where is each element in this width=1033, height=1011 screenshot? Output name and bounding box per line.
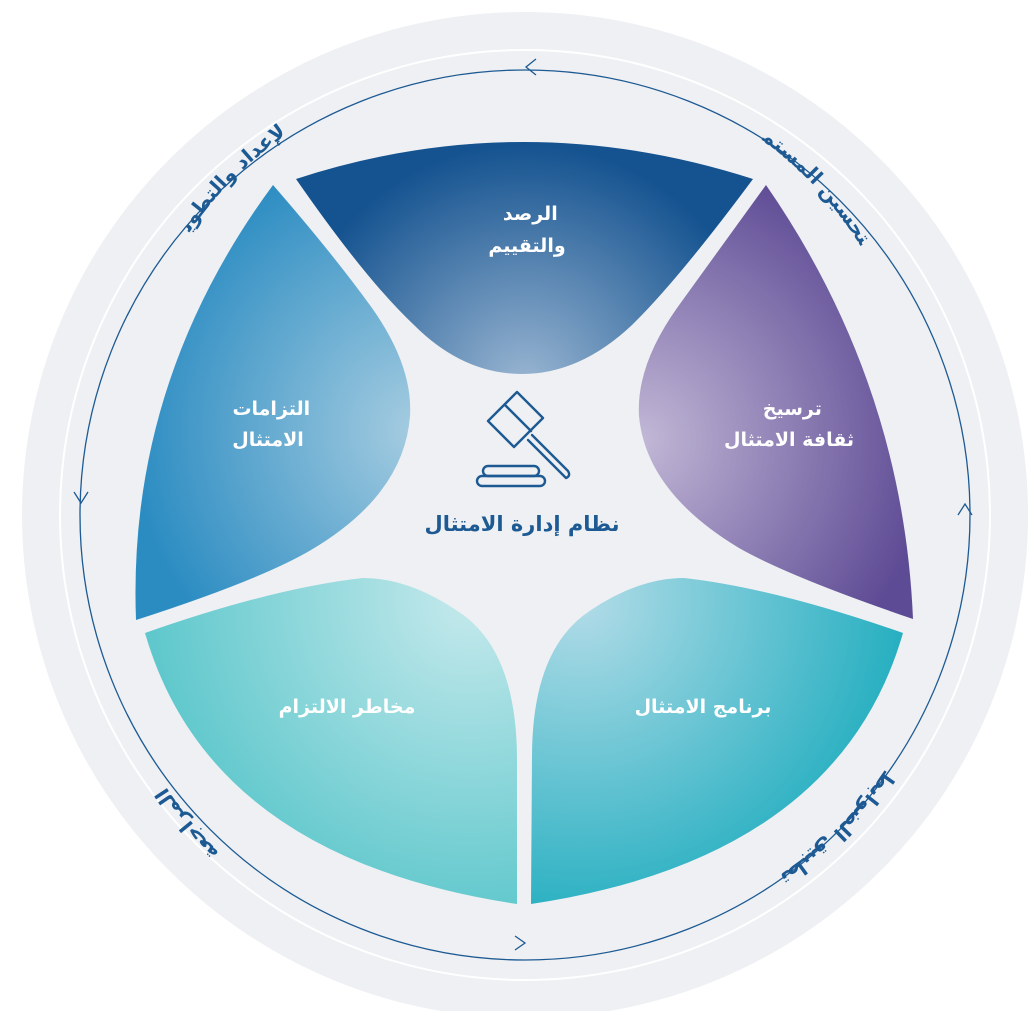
petal-obligations-line1: التزامات: [232, 398, 310, 420]
center-title: نظام إدارة الامتثال: [425, 512, 620, 536]
petal-obligations: [135, 185, 411, 620]
petal-risks-label: مخاطر الالتزام: [279, 696, 416, 718]
gavel-icon: [475, 390, 571, 488]
petal-culture-line2: ثقافة الامتثال: [724, 429, 854, 451]
petal-culture-label: ترسيخ ثقافة الامتثال: [724, 398, 854, 451]
petal-culture-line1: ترسيخ: [763, 398, 822, 420]
petal-program-label: برنامج الامتثال: [635, 696, 772, 718]
petal-risks: [145, 578, 517, 904]
arrow-right-icon: [957, 502, 973, 516]
petal-obligations-label: التزامات الامتثال: [226, 398, 310, 451]
petal-program: [531, 578, 903, 904]
arrow-bottom-icon: [514, 935, 527, 951]
petal-monitoring-line1: الرصد: [503, 203, 558, 225]
petal-culture: [638, 185, 913, 619]
arrow-left-icon: [73, 491, 89, 505]
petal-monitoring-label: الرصد والتقييم: [488, 203, 565, 257]
petal-monitoring-line2: والتقييم: [488, 235, 565, 257]
petal-monitoring: [296, 142, 753, 374]
cycle-line: [79, 69, 971, 961]
petal-obligations-line2: الامتثال: [232, 429, 304, 451]
arrow-top-icon: [524, 58, 537, 76]
